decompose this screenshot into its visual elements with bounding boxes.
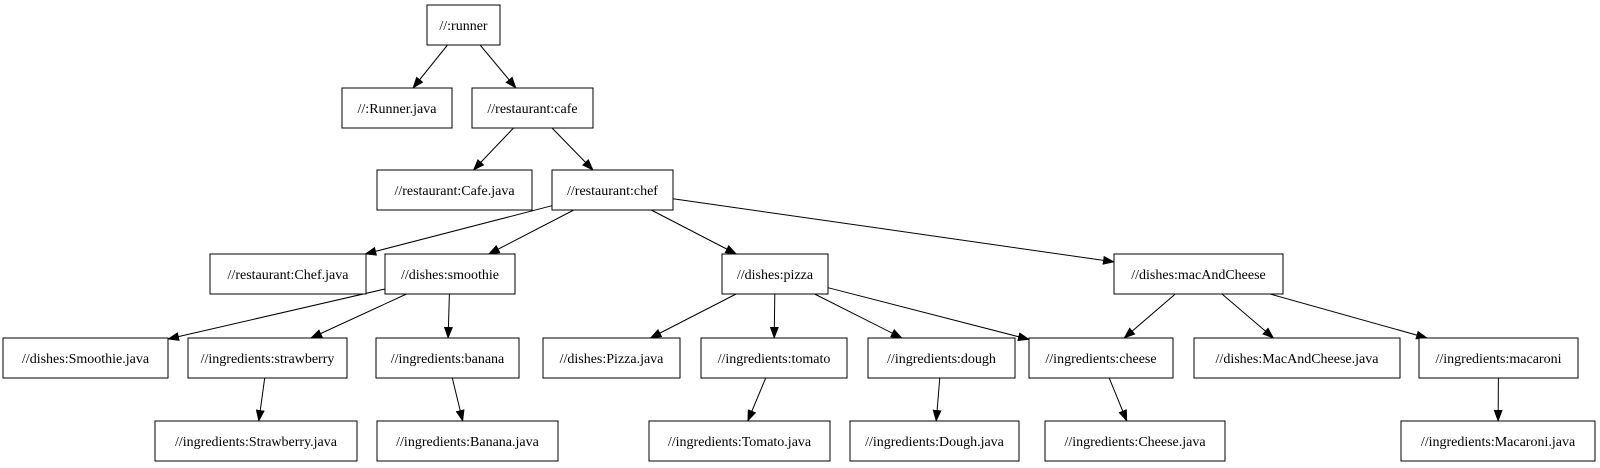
- graph-node-strawberry_java: //ingredients:Strawberry.java: [154, 420, 358, 462]
- graph-node-label-runner_java: //:Runner.java: [358, 102, 438, 117]
- graph-node-chef: //restaurant:chef: [551, 169, 674, 211]
- graph-node-label-pizza_java: //dishes:Pizza.java: [560, 352, 665, 367]
- dependency-edge-pizza-to-dough: [814, 293, 903, 339]
- dependency-edge-runner-to-runner_java: [412, 44, 448, 89]
- dependency-edge-smoothie-to-smoothie_java: [167, 288, 386, 341]
- graph-node-tomato: //ingredients:tomato: [700, 337, 848, 379]
- dependency-edge-chef-to-smoothie: [487, 209, 575, 255]
- graph-node-box-smoothie_java: [2, 337, 169, 379]
- graph-node-box-cheese: [1028, 337, 1174, 379]
- graph-node-box-macandcheese_java: [1193, 337, 1401, 379]
- graph-node-box-strawberry: [187, 337, 348, 379]
- graph-node-label-macandcheese: //dishes:macAndCheese: [1131, 268, 1266, 283]
- graph-node-label-smoothie: //dishes:smoothie: [401, 268, 499, 283]
- graph-node-label-tomato: //ingredients:tomato: [718, 352, 831, 367]
- dependency-edge-runner-to-cafe: [479, 44, 517, 89]
- graph-node-label-cafe_java: //restaurant:Cafe.java: [394, 184, 515, 199]
- dependency-edge-dough-to-dough_java: [932, 377, 942, 422]
- graph-node-box-macandcheese: [1113, 253, 1284, 295]
- graph-node-label-smoothie_java: //dishes:Smoothie.java: [22, 352, 150, 367]
- dependency-edge-banana-to-banana_java: [451, 377, 465, 422]
- graph-node-label-tomato_java: //ingredients:Tomato.java: [668, 435, 812, 450]
- graph-node-label-banana_java: //ingredients:Banana.java: [396, 435, 539, 450]
- dependency-edge-chef-to-macandcheese: [672, 198, 1115, 265]
- graph-node-label-banana: //ingredients:banana: [391, 352, 505, 367]
- graph-node-box-runner_java: [341, 87, 453, 129]
- graph-node-box-tomato: [700, 337, 848, 379]
- graph-node-smoothie_java: //dishes:Smoothie.java: [2, 337, 169, 379]
- graph-node-box-smoothie: [384, 253, 516, 295]
- graph-node-macandcheese: //dishes:macAndCheese: [1113, 253, 1284, 295]
- graph-node-box-macaroni_java: [1400, 420, 1596, 462]
- graph-node-cafe: //restaurant:cafe: [471, 87, 594, 129]
- dependency-edge-pizza-to-cheese: [827, 287, 1030, 342]
- graph-node-label-dough_java: //ingredients:Dough.java: [865, 435, 1005, 450]
- graph-node-dough_java: //ingredients:Dough.java: [849, 420, 1020, 462]
- graph-node-cafe_java: //restaurant:Cafe.java: [376, 169, 533, 211]
- dependency-edge-tomato-to-tomato_java: [747, 377, 767, 422]
- graph-node-smoothie: //dishes:smoothie: [384, 253, 516, 295]
- dependency-edge-strawberry-to-strawberry_java: [255, 377, 266, 422]
- dependency-edge-cafe-to-chef: [551, 127, 594, 171]
- dependency-edge-pizza-to-pizza_java: [649, 293, 737, 339]
- graph-node-box-pizza_java: [542, 337, 681, 379]
- dependency-edge-cheese-to-cheese_java: [1108, 377, 1128, 422]
- graph-node-macandcheese_java: //dishes:MacAndCheese.java: [1193, 337, 1401, 379]
- graph-node-label-pizza: //dishes:pizza: [737, 268, 814, 283]
- graph-node-label-cheese: //ingredients:cheese: [1045, 352, 1156, 367]
- graph-node-box-macaroni: [1418, 337, 1579, 379]
- graph-node-runner: //:runner: [426, 4, 501, 46]
- graph-node-box-dough_java: [849, 420, 1020, 462]
- graph-node-label-runner: //:runner: [439, 19, 488, 34]
- graph-node-box-tomato_java: [648, 420, 831, 462]
- graph-node-label-macaroni_java: //ingredients:Macaroni.java: [1421, 435, 1576, 450]
- graph-node-box-banana_java: [376, 420, 559, 462]
- graph-node-banana_java: //ingredients:Banana.java: [376, 420, 559, 462]
- graph-node-strawberry: //ingredients:strawberry: [187, 337, 348, 379]
- graph-node-cheese_java: //ingredients:Cheese.java: [1044, 420, 1226, 462]
- graph-node-label-strawberry_java: //ingredients:Strawberry.java: [175, 435, 338, 450]
- graph-node-pizza: //dishes:pizza: [721, 253, 829, 295]
- graph-node-runner_java: //:Runner.java: [341, 87, 453, 129]
- graph-node-box-chef_java: [209, 253, 367, 295]
- graph-node-box-strawberry_java: [154, 420, 358, 462]
- graph-node-label-macaroni: //ingredients:macaroni: [1436, 352, 1562, 367]
- graph-node-dough: //ingredients:dough: [867, 337, 1016, 379]
- graph-node-macaroni_java: //ingredients:Macaroni.java: [1400, 420, 1596, 462]
- dependency-edge-macandcheese-to-macandcheese_java: [1221, 293, 1275, 339]
- graph-node-chef_java: //restaurant:Chef.java: [209, 253, 367, 295]
- graph-node-label-chef_java: //restaurant:Chef.java: [228, 268, 350, 283]
- graph-node-tomato_java: //ingredients:Tomato.java: [648, 420, 831, 462]
- graph-node-label-cheese_java: //ingredients:Cheese.java: [1064, 435, 1206, 450]
- graph-node-box-cheese_java: [1044, 420, 1226, 462]
- graph-node-banana: //ingredients:banana: [375, 337, 520, 379]
- dependency-edge-pizza-to-tomato: [769, 293, 779, 339]
- graph-node-box-chef: [551, 169, 674, 211]
- graph-node-box-dough: [867, 337, 1016, 379]
- graph-node-macaroni: //ingredients:macaroni: [1418, 337, 1579, 379]
- graph-node-label-chef: //restaurant:chef: [567, 184, 658, 199]
- graph-node-label-macandcheese_java: //dishes:MacAndCheese.java: [1216, 352, 1380, 367]
- graph-node-box-runner: [426, 4, 501, 46]
- graph-node-box-pizza: [721, 253, 829, 295]
- graph-node-pizza_java: //dishes:Pizza.java: [542, 337, 681, 379]
- dependency-edge-cafe-to-cafe_java: [472, 127, 514, 171]
- graph-node-cheese: //ingredients:cheese: [1028, 337, 1174, 379]
- graph-node-box-banana: [375, 337, 520, 379]
- dependency-edge-macandcheese-to-macaroni: [1269, 293, 1429, 340]
- graph-node-box-cafe: [471, 87, 594, 129]
- dependency-edge-smoothie-to-strawberry: [310, 293, 407, 339]
- graph-node-label-cafe: //restaurant:cafe: [487, 102, 577, 117]
- dependency-edge-chef-to-chef_java: [364, 205, 553, 256]
- dependency-edge-chef-to-pizza: [650, 209, 738, 255]
- dependency-edge-smoothie-to-banana: [443, 293, 453, 339]
- dependency-edge-macandcheese-to-cheese: [1123, 293, 1176, 339]
- graph-node-label-dough: //ingredients:dough: [887, 352, 996, 367]
- graph-node-label-strawberry: //ingredients:strawberry: [201, 352, 335, 367]
- graph-node-box-cafe_java: [376, 169, 533, 211]
